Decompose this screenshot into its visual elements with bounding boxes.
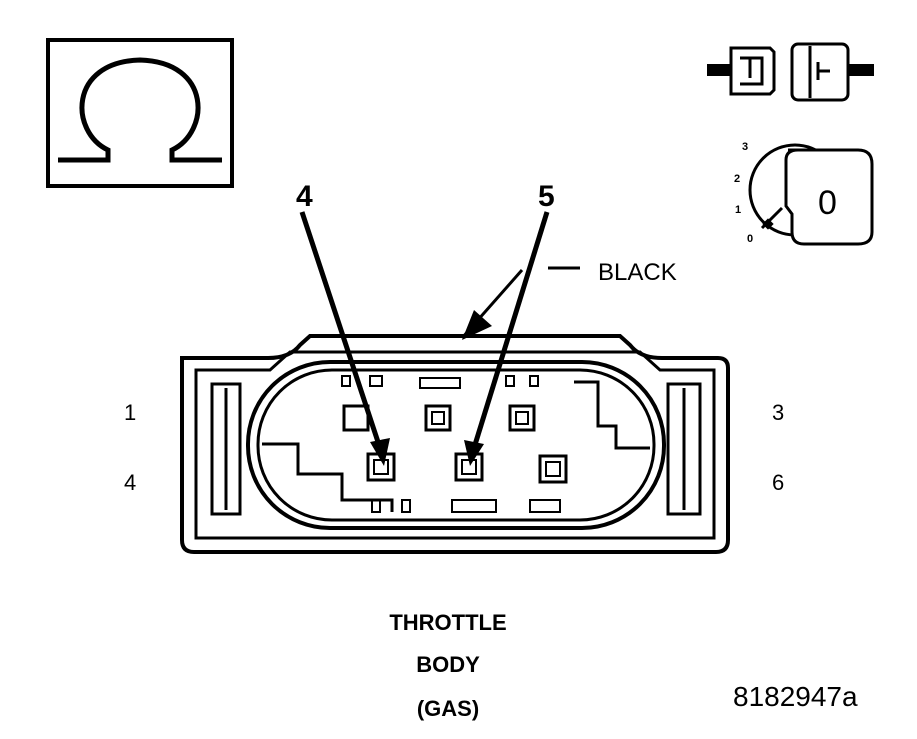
probe-4: 4 [296,180,390,466]
ignition-position-2: 2 [734,173,740,185]
probe-5-label: 5 [538,180,555,213]
cavity-2 [424,404,452,432]
ignition-position-1: 1 [735,204,741,216]
ignition-key-off-icon: 3 2 1 0 0 [734,141,874,246]
figure-id: 8182947a [733,681,858,712]
probe-4-label: 4 [296,180,313,213]
cavity-3 [508,404,536,432]
caption-line-1: THROTTLE [389,610,506,635]
caption-line-2: BODY [416,652,480,677]
pin-label-top-right: 3 [772,400,784,425]
connector-body [180,334,730,554]
connector-color-label: BLACK [598,259,677,286]
cavity-6 [538,454,568,484]
pin-label-top-left: 1 [124,400,136,425]
probe-5: 5 [464,180,555,466]
pin-label-bottom-right: 6 [772,470,784,495]
caption-line-3: (GAS) [417,696,479,721]
ignition-position-3: 3 [742,141,748,153]
color-callout: BLACK [460,259,677,340]
pin-label-bottom-left: 4 [124,470,136,495]
ignition-position-0: 0 [747,233,753,245]
disconnect-connector-icon [707,42,874,102]
cavity-1 [342,404,370,432]
ignition-key-label: 0 [818,184,837,222]
ohmmeter-icon [46,38,234,188]
